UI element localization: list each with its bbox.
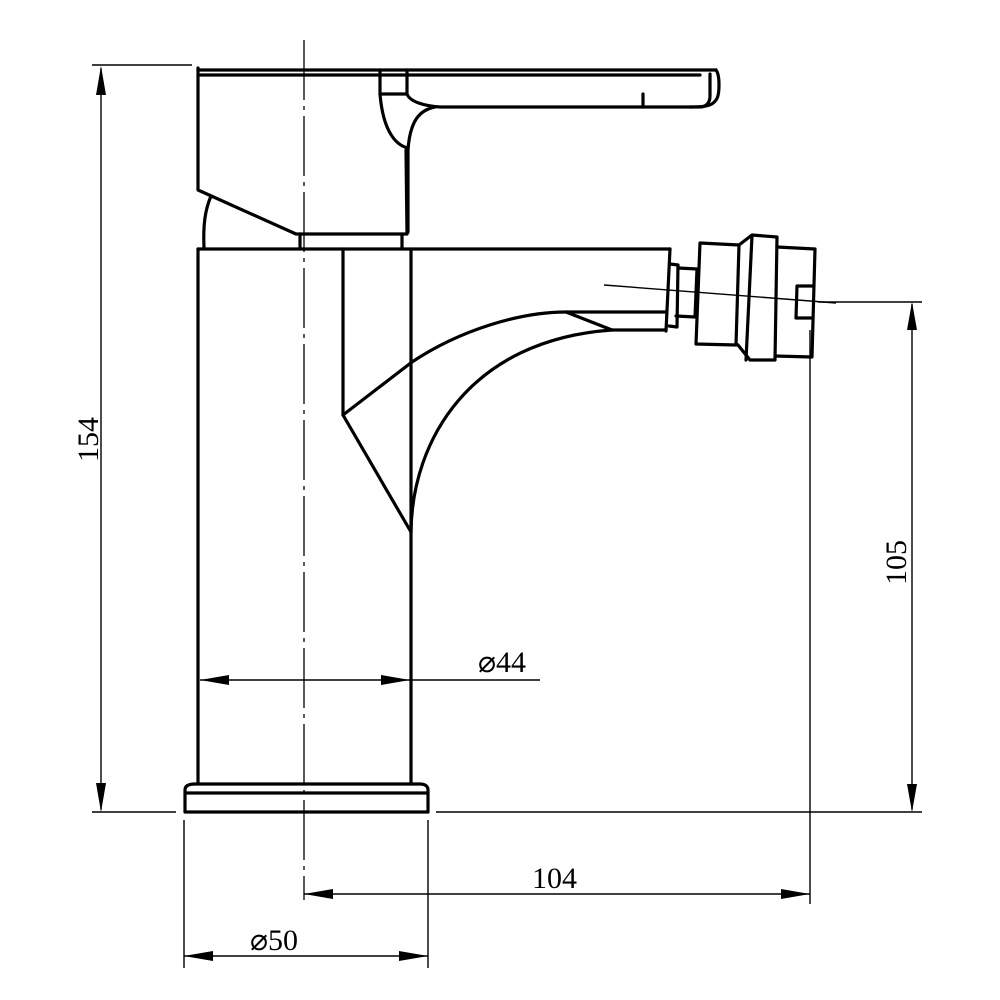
dimension-base-diameter: ⌀50 [184, 924, 428, 961]
spout-axis [603, 284, 837, 304]
dimension-label-diameter-44: ⌀44 [478, 646, 526, 679]
spout [341, 247, 837, 534]
dimension-label-154: 154 [72, 417, 105, 462]
dimension-total-height: 154 [72, 66, 106, 812]
base-plate [183, 782, 430, 814]
dimension-spout-height: 105 [880, 302, 917, 812]
dimension-label-105: 105 [880, 540, 913, 585]
dimension-label-diameter-50: ⌀50 [250, 924, 298, 957]
dimension-label-104: 104 [532, 862, 577, 895]
spray-nozzle [667, 233, 817, 362]
faucet-body [196, 247, 672, 786]
dimension-spout-reach: 104 [304, 862, 810, 899]
dimension-body-diameter: ⌀44 [200, 646, 526, 685]
extension-lines [92, 64, 922, 968]
lever-handle [196, 66, 721, 250]
